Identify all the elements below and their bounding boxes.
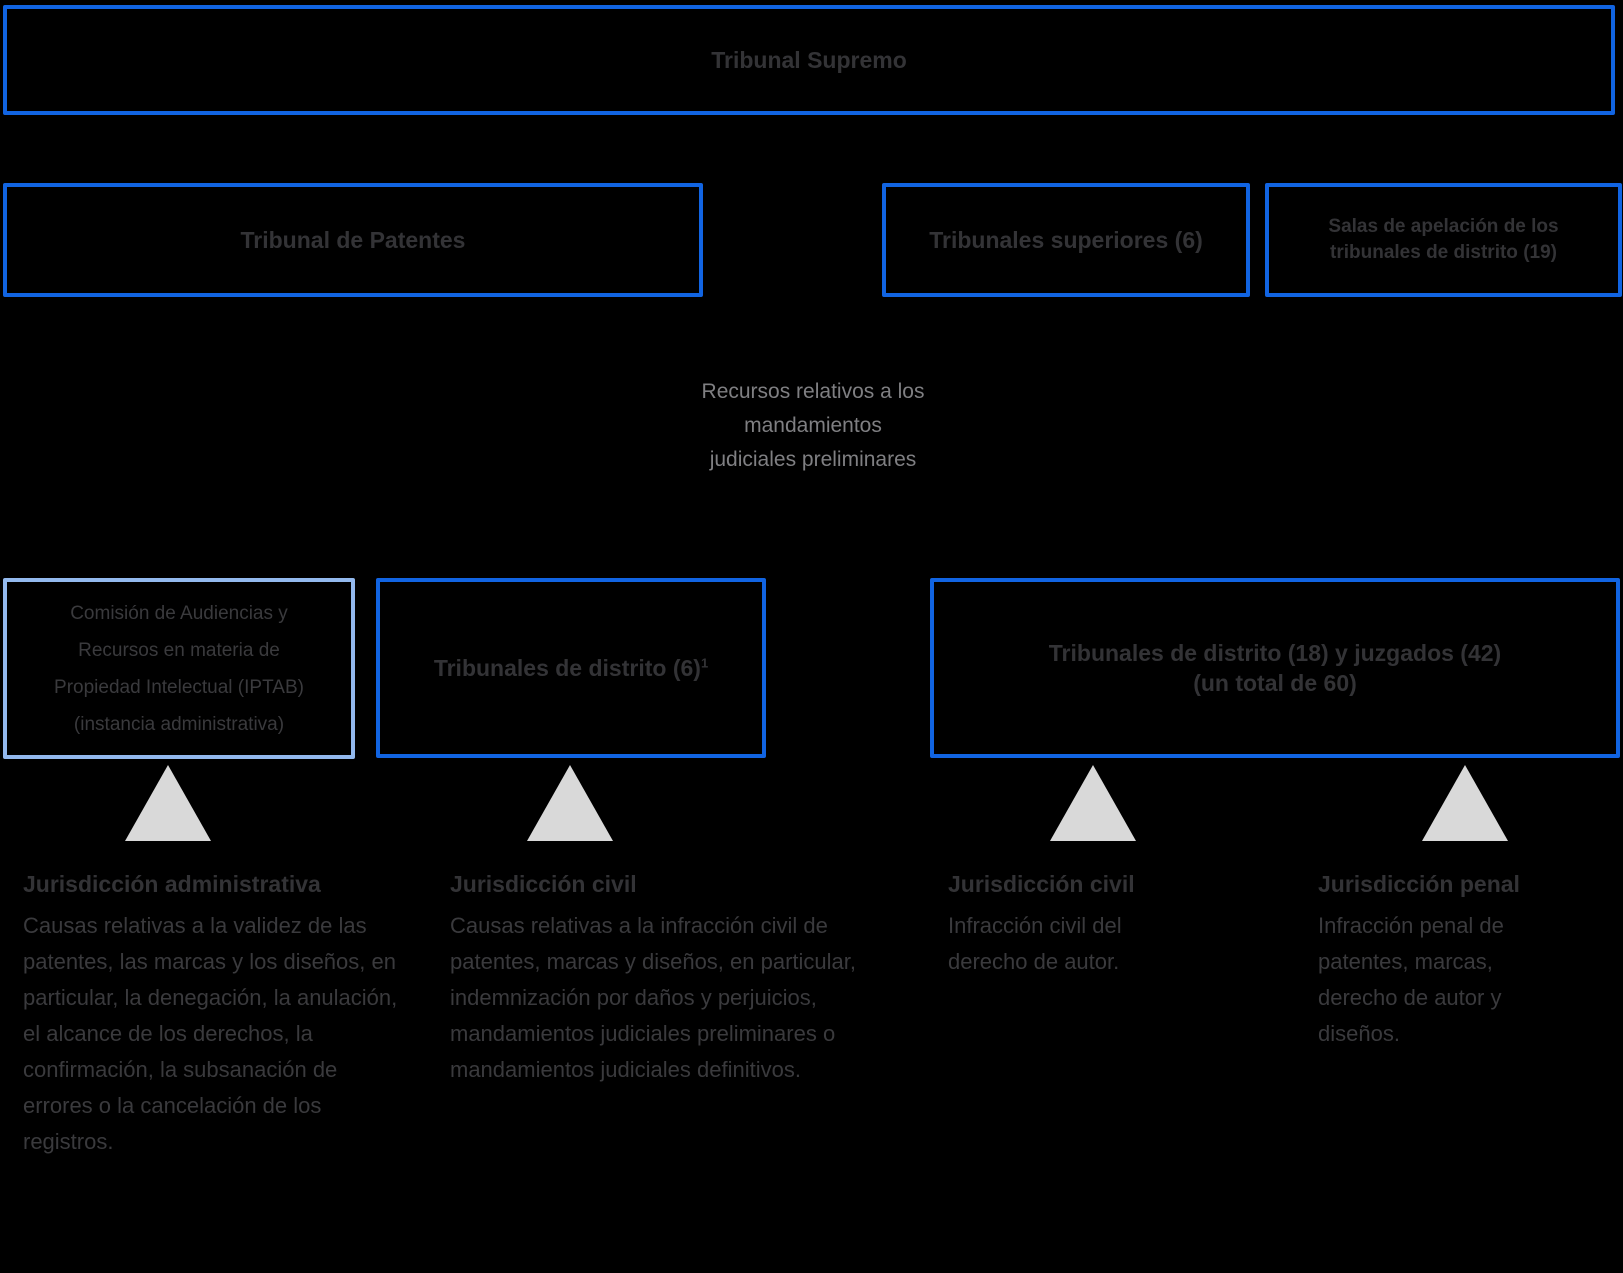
box-tribunal-supremo-label: Tribunal Supremo (711, 47, 907, 73)
box-tribunales-distrito-juzgados: Tribunales de distrito (18) y juzgados (… (930, 578, 1620, 758)
jurisdiccion-penal-heading: Jurisdicción penal (1318, 871, 1520, 897)
box-tribunales-distrito-6-label: Tribunales de distrito (6)1 (420, 653, 722, 683)
jurisdiccion-civil-heading: Jurisdicción civil (450, 871, 637, 897)
box-tribunales-distrito-6-text: Tribunales de distrito (6) (433, 655, 701, 681)
up-triangle-icon (125, 765, 211, 841)
box-tribunal-supremo: Tribunal Supremo (3, 5, 1615, 115)
box-tribunales-distrito-juzgados-line: (un total de 60) (1193, 670, 1357, 696)
box-salas-de-apelacion-label: Salas de apelación de los tribunales de … (1328, 216, 1559, 263)
footnote-marker: 1 (700, 655, 709, 671)
box-iptab-label-line: Propiedad Intelectual (IPTAB) (54, 676, 304, 698)
injunction-appeals-note-line: judiciales preliminares (709, 448, 917, 471)
jurisdiccion-civil-copyright-heading: Jurisdicción civil (948, 871, 1135, 897)
box-iptab-label: Comisión de Audiencias y Recursos en mat… (44, 595, 314, 743)
box-iptab: Comisión de Audiencias y Recursos en mat… (3, 578, 355, 759)
up-triangle-icon (1422, 765, 1508, 841)
box-tribunales-distrito-juzgados-line: Tribunales de distrito (18) y juzgados (… (1048, 640, 1502, 666)
box-iptab-label-line: Recursos en materia de (78, 639, 280, 661)
box-tribunal-de-patentes: Tribunal de Patentes (3, 183, 703, 297)
up-triangle-icon (527, 765, 613, 841)
box-iptab-label-line: Comisión de Audiencias y (70, 602, 288, 624)
jurisdiccion-penal-description: Infracción penal de patentes, marcas, de… (1318, 913, 1504, 1046)
box-tribunales-distrito-6: Tribunales de distrito (6)1 (376, 578, 766, 758)
jurisdiccion-civil-description: Causas relativas a la infracción civil d… (450, 913, 856, 1082)
injunction-appeals-note: Recursos relativos a los mandamientos ju… (613, 375, 1013, 477)
box-tribunal-de-patentes-label: Tribunal de Patentes (240, 227, 466, 253)
box-tribunales-superiores-label: Tribunales superiores (6) (929, 227, 1203, 253)
box-salas-de-apelacion: Salas de apelación de los tribunales de … (1265, 183, 1622, 297)
injunction-appeals-note-line: Recursos relativos a los (701, 380, 925, 403)
jurisdiccion-administrativa-description: Causas relativas a la validez de las pat… (23, 913, 398, 1154)
box-tribunales-distrito-juzgados-label: Tribunales de distrito (18) y juzgados (… (1035, 638, 1515, 698)
up-triangle-icon (1050, 765, 1136, 841)
injunction-appeals-note-line: mandamientos (744, 414, 882, 437)
jurisdiccion-administrativa-heading: Jurisdicción administrativa (23, 871, 321, 897)
jurisdiccion-civil-copyright-description: Infracción civil del derecho de autor. (948, 913, 1122, 974)
box-iptab-label-line: (instancia administrativa) (73, 713, 285, 735)
box-tribunales-superiores: Tribunales superiores (6) (882, 183, 1250, 297)
